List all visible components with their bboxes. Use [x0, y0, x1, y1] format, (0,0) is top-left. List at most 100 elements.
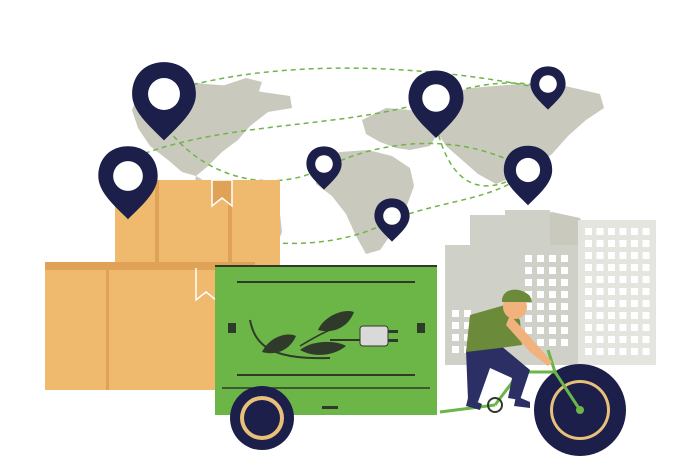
- window: [549, 267, 556, 274]
- window: [608, 324, 615, 331]
- window: [452, 310, 459, 317]
- window: [631, 336, 638, 343]
- window: [631, 324, 638, 331]
- window: [608, 264, 615, 271]
- window: [619, 300, 627, 307]
- window: [585, 252, 592, 259]
- window: [452, 346, 459, 353]
- map-pin-icon: [530, 66, 566, 110]
- window: [525, 279, 532, 286]
- window: [537, 255, 544, 262]
- window: [631, 312, 638, 319]
- window: [619, 312, 627, 319]
- window: [585, 276, 592, 283]
- window: [464, 310, 471, 317]
- window: [608, 276, 615, 283]
- window: [642, 264, 650, 271]
- window: [642, 348, 650, 355]
- map-asia: [430, 84, 604, 184]
- window: [525, 303, 532, 310]
- window: [608, 288, 615, 295]
- window: [619, 348, 627, 355]
- window: [642, 312, 650, 319]
- window: [642, 336, 650, 343]
- window: [452, 322, 459, 329]
- window: [585, 288, 592, 295]
- window: [549, 255, 556, 262]
- window: [537, 339, 544, 346]
- window: [585, 240, 592, 247]
- window: [619, 336, 627, 343]
- rider-pants: [466, 345, 530, 402]
- map-pin-icon: [408, 70, 464, 138]
- window: [642, 288, 650, 295]
- window: [631, 300, 638, 307]
- window: [596, 276, 604, 283]
- window: [537, 315, 544, 322]
- window: [642, 240, 650, 247]
- window: [608, 228, 615, 235]
- window: [561, 255, 568, 262]
- window: [596, 264, 604, 271]
- window: [585, 324, 592, 331]
- window: [619, 252, 627, 259]
- map-pin-icon: [374, 198, 410, 242]
- window: [642, 276, 650, 283]
- bicycle-icon: [230, 349, 626, 456]
- map-pins: [98, 62, 566, 242]
- window: [537, 303, 544, 310]
- window: [525, 327, 532, 334]
- window: [537, 279, 544, 286]
- window: [549, 303, 556, 310]
- window: [608, 300, 615, 307]
- window: [585, 228, 592, 235]
- window: [585, 348, 592, 355]
- window: [608, 336, 615, 343]
- window: [585, 312, 592, 319]
- map-pin-icon: [132, 62, 196, 141]
- window: [596, 348, 604, 355]
- window: [596, 288, 604, 295]
- map-pin-icon: [306, 146, 342, 190]
- window: [452, 334, 459, 341]
- window: [596, 300, 604, 307]
- window: [464, 334, 471, 341]
- window: [537, 291, 544, 298]
- window: [642, 228, 650, 235]
- window: [585, 264, 592, 271]
- window: [619, 264, 627, 271]
- window: [561, 339, 568, 346]
- window: [537, 327, 544, 334]
- electric-plug-icon: [330, 325, 398, 347]
- window: [525, 315, 532, 322]
- window: [596, 240, 604, 247]
- window: [585, 336, 592, 343]
- delivery-rider: [466, 289, 552, 410]
- window: [631, 228, 638, 235]
- window: [631, 348, 638, 355]
- window: [549, 315, 556, 322]
- window: [537, 267, 544, 274]
- window: [561, 303, 568, 310]
- window: [631, 264, 638, 271]
- window: [631, 276, 638, 283]
- rider-helmet: [502, 289, 532, 302]
- map-pin-icon: [98, 146, 158, 220]
- window: [561, 291, 568, 298]
- window: [561, 279, 568, 286]
- rider-shirt: [466, 305, 522, 352]
- window: [608, 240, 615, 247]
- window: [549, 291, 556, 298]
- window: [596, 312, 604, 319]
- window: [642, 324, 650, 331]
- window: [631, 240, 638, 247]
- window: [619, 276, 627, 283]
- map-pin-icon: [503, 145, 553, 206]
- map-greenland: [222, 78, 262, 98]
- window: [596, 336, 604, 343]
- window: [596, 228, 604, 235]
- window: [608, 312, 615, 319]
- window: [608, 348, 615, 355]
- building-windows: [452, 228, 650, 355]
